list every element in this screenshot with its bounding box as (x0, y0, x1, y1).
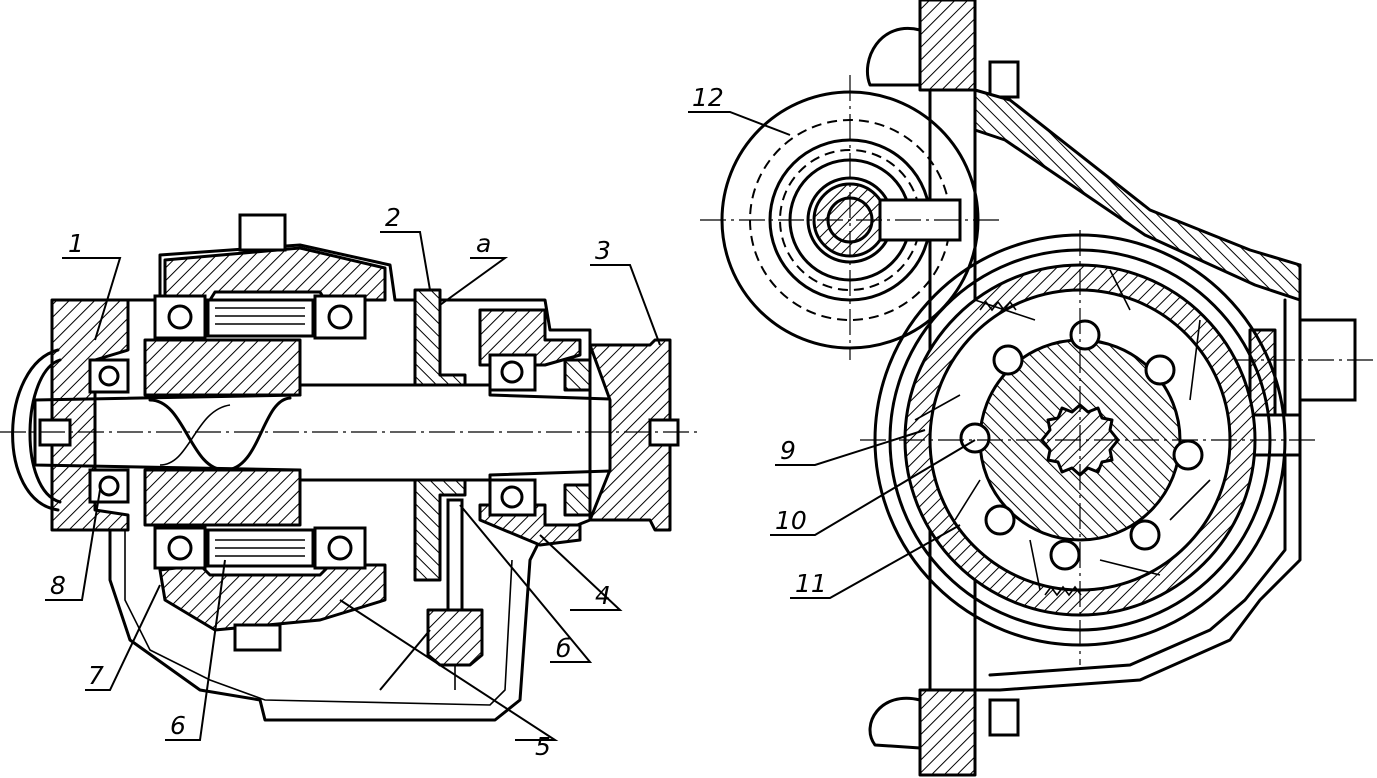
bearing-right-top (488, 353, 537, 392)
end-bearing-top (88, 358, 130, 394)
bearing-bottom-right (313, 526, 367, 570)
cross-section-view (700, 0, 1377, 777)
oil-seal-bottom (563, 483, 592, 517)
leader-lines (45, 111, 976, 741)
left-cover (50, 298, 130, 532)
mounting-plate-bottom (918, 688, 977, 777)
callout-1: 1 (68, 229, 84, 258)
callout-b: б (556, 634, 571, 663)
top-plug (238, 213, 287, 252)
freewheel-rollers (959, 319, 1204, 571)
callout-11: 11 (795, 569, 827, 598)
bearing-top-right (313, 294, 367, 340)
housing-arm (973, 88, 1302, 302)
callout-7: 7 (88, 661, 104, 690)
callout-12: 12 (692, 83, 724, 112)
callout-10: 10 (775, 506, 807, 535)
lower-boss (158, 563, 387, 632)
gear-hub (143, 338, 302, 397)
oil-seal-top (563, 358, 592, 392)
callout-5: 5 (535, 732, 551, 761)
drain-plug (426, 608, 484, 667)
roller-springs (914, 269, 1211, 597)
callout-8: 8 (50, 571, 66, 600)
worm-thread (148, 396, 292, 472)
output-flange (588, 338, 672, 532)
callout-2: 2 (385, 203, 401, 232)
callout-6: 6 (170, 711, 186, 740)
needle-bearing-top (206, 298, 315, 338)
mounting-plate-top (918, 0, 977, 92)
gearbox-housing (58, 243, 592, 722)
longitudinal-section-view (0, 213, 700, 722)
bearing-bottom-left (153, 526, 207, 570)
callout-3: 3 (595, 236, 611, 265)
callout-9: 9 (780, 436, 796, 465)
bottom-plug (233, 623, 282, 652)
bearing-right-bottom (488, 478, 537, 517)
intermediate-gear (413, 288, 467, 387)
bearing-top-left (153, 294, 207, 340)
callout-a: а (476, 229, 491, 258)
pinion-bearing-assembly (700, 75, 1000, 360)
callout-labels: 1 2 а 3 8 7 6 5 б 4 12 9 10 11 (50, 83, 827, 761)
end-bearing-bottom (88, 468, 130, 504)
callout-4: 4 (595, 581, 611, 610)
